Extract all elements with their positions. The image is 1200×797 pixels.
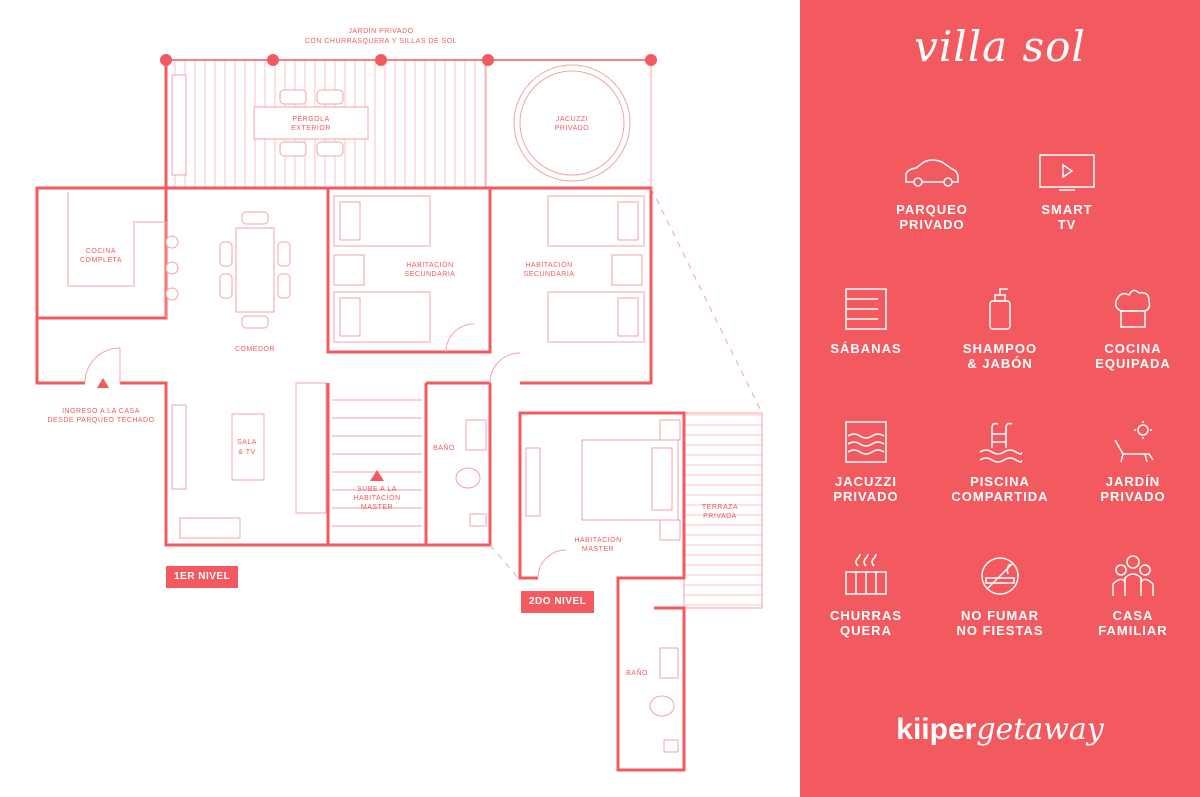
dining-label: COMEDOR — [235, 346, 275, 353]
bedroom-b-label-1: HABITACIÓN — [525, 260, 572, 269]
family-icon — [1112, 555, 1154, 596]
pergola-label-2: EXTERIOR — [291, 125, 331, 132]
amenity-sheets: SÁBANAS — [796, 287, 936, 356]
floor-plan: JARDÍN PRIVADO CON CHURRASQUERA Y SILLAS… — [35, 26, 763, 772]
amenity-label: JARDÍN PRIVADO — [1100, 474, 1166, 504]
amenity-kitchen: COCINA EQUIPADA — [1063, 287, 1200, 371]
garden-label-1: JARDÍN PRIVADO — [348, 26, 413, 35]
bedroom-a-label-1: HABITACIÓN — [406, 260, 453, 269]
living-label-2: & TV — [238, 449, 255, 456]
logo-text-a: kiiper — [896, 713, 977, 746]
amenity-label: PISCINA COMPARTIDA — [951, 474, 1049, 504]
stairs-label-1: SUBE A LA — [357, 486, 397, 493]
jacuzzi-label-2: PRIVADO — [555, 125, 590, 132]
amenity-grill: CHURRAS QUERA — [796, 554, 936, 638]
pool-icon — [979, 422, 1022, 463]
living-furniture — [171, 382, 327, 539]
amenity-parking: PARQUEO PRIVADO — [862, 152, 1002, 232]
living-label-1: SALA — [237, 439, 257, 446]
kitchen-counter — [67, 192, 179, 318]
kitchen-label-2: COMPLETA — [80, 257, 122, 264]
amenity-shampoo: SHAMPOO & JABÓN — [930, 287, 1070, 371]
bath1-fixtures — [455, 419, 487, 527]
amenity-family: CASA FAMILIAR — [1063, 554, 1200, 638]
chef-hat-icon — [1114, 289, 1151, 328]
amenity-label: CASA FAMILIAR — [1098, 608, 1168, 638]
kitchen-label-1: COCINA — [86, 248, 116, 255]
terrace-label-1: TERRAZA — [702, 504, 738, 511]
amenity-label: NO FUMAR NO FIESTAS — [956, 608, 1044, 638]
doors — [84, 323, 521, 384]
logo-text-b: getaway — [976, 712, 1104, 747]
level1-tag: 1ER NIVEL — [166, 566, 239, 588]
amenity-jacuzzi: JACUZZI PRIVADO — [796, 420, 936, 504]
villa-title: villa sol — [914, 22, 1086, 71]
amenities-panel: villa sol PARQUEO PRIVADO SMART TV SÁBAN… — [800, 0, 1200, 797]
stairs-label-2: HABITACIÓN — [353, 493, 400, 502]
amenity-label: SMART TV — [1041, 202, 1093, 232]
amenity-label: CHURRAS QUERA — [830, 608, 902, 638]
amenity-pool: PISCINA COMPARTIDA — [930, 420, 1070, 504]
stairs-label-3: MASTER — [361, 504, 393, 511]
entry-label-2: DESDE PARQUEO TECHADO — [47, 417, 154, 424]
jacuzzi-icon — [845, 421, 887, 463]
grill-icon — [845, 554, 887, 595]
entry-marker — [97, 378, 109, 388]
smart-tv-icon — [1039, 154, 1095, 191]
level2-walls — [518, 411, 686, 772]
master-label-2: MASTER — [582, 546, 614, 553]
sheets-icon — [845, 288, 887, 330]
garden-area — [160, 54, 657, 189]
jacuzzi-label-1: JACUZZI — [556, 116, 588, 123]
bedroom-beds — [333, 195, 645, 343]
level2-tag: 2DO NIVEL — [521, 591, 595, 613]
amenity-smart-tv: SMART TV — [997, 152, 1137, 232]
jacuzzi-drawing — [513, 64, 631, 182]
pergola-label-1: PÉRGOLA — [292, 114, 329, 123]
bath1-label: BAÑO — [433, 443, 455, 452]
car-icon — [905, 159, 959, 187]
amenity-label: SÁBANAS — [830, 341, 902, 356]
projection-lines — [489, 187, 763, 581]
bath2-label: BAÑO — [626, 668, 648, 677]
no-smoking-icon — [981, 557, 1019, 595]
pergola-table — [253, 89, 369, 157]
amenity-no-smoking: NO FUMAR NO FIESTAS — [930, 554, 1070, 638]
bath2-fixtures — [537, 549, 679, 753]
stairs-drawing — [332, 399, 422, 527]
dining-table — [219, 211, 291, 329]
kiiper-getaway-logo: kiipergetaway — [800, 712, 1200, 747]
amenity-label: COCINA EQUIPADA — [1095, 341, 1171, 371]
amenity-label: PARQUEO PRIVADO — [896, 202, 968, 232]
bedroom-b-label-2: SECUNDARIA — [524, 271, 575, 278]
entry-label-1: INGRESO A LA CASA — [62, 408, 140, 415]
stairs-marker — [370, 470, 384, 481]
bedroom-a-label-2: SECUNDARIA — [405, 271, 456, 278]
garden-icon — [1114, 421, 1154, 463]
terrace-label-2: PRIVADA — [703, 513, 737, 520]
shampoo-icon — [989, 288, 1011, 330]
terrace-area — [683, 412, 763, 609]
garden-label-2: CON CHURRASQUERA Y SILLAS DE SOL — [305, 38, 457, 45]
amenity-label: JACUZZI PRIVADO — [833, 474, 899, 504]
master-label-1: HABITACIÓN — [574, 535, 621, 544]
master-furniture — [525, 419, 681, 541]
amenity-garden: JARDÍN PRIVADO — [1063, 420, 1200, 504]
amenity-label: SHAMPOO & JABÓN — [962, 341, 1038, 371]
